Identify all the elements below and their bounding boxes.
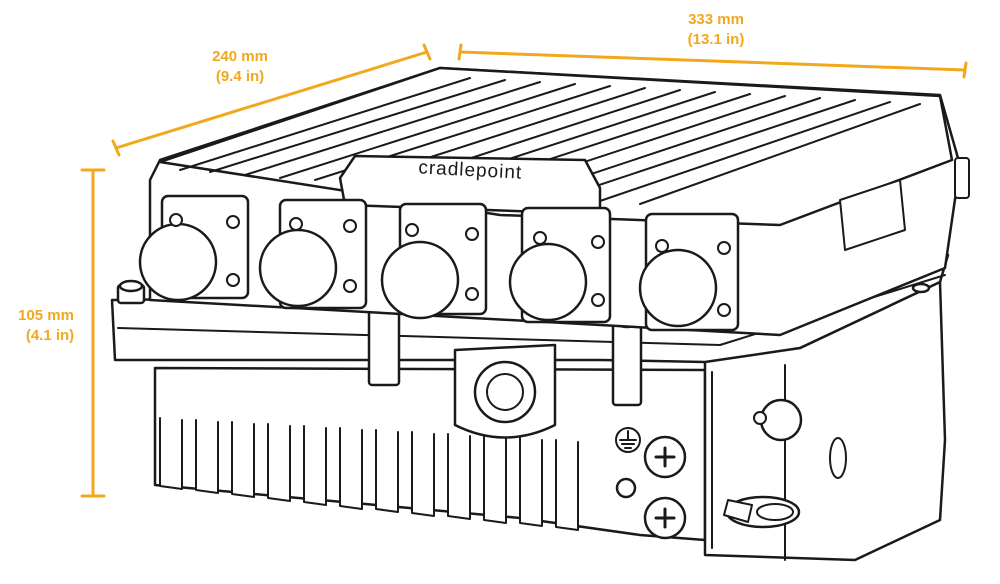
side-recess — [839, 179, 906, 251]
connector-cap-icon — [258, 228, 338, 308]
length-sub-label: (13.1 in) — [688, 31, 745, 48]
corner-latch — [954, 157, 970, 199]
pressure-vent-icon — [759, 398, 803, 442]
connector-port-1 — [138, 194, 250, 302]
connector-cap-icon — [638, 248, 718, 328]
connector-cap-icon — [380, 240, 460, 320]
connector-port-4 — [508, 206, 612, 324]
length-dimension-line — [458, 50, 967, 72]
width-dimension-line — [114, 50, 429, 150]
width-sub-label: (9.4 in) — [216, 68, 264, 85]
indicator-port-icon — [615, 477, 637, 499]
length-tick-right — [962, 61, 968, 79]
height-label: 105 mm — [18, 307, 74, 324]
connector-port-2 — [258, 198, 368, 310]
dimension-lines — [80, 43, 968, 498]
heatsink-fins — [159, 417, 579, 531]
length-label: 333 mm — [688, 11, 744, 28]
width-tick-left — [111, 139, 121, 157]
connector-cap-icon — [138, 222, 218, 302]
connector-panels — [138, 194, 740, 332]
height-sub-label: (4.1 in) — [26, 327, 74, 344]
width-label: 240 mm — [212, 48, 268, 65]
connector-port-5 — [638, 212, 740, 332]
device-illustration: cradlepoint — [110, 66, 970, 562]
connector-cap-icon — [508, 242, 588, 322]
connector-port-3 — [380, 202, 488, 320]
length-tick-left — [457, 43, 463, 61]
width-tick-right — [422, 43, 432, 61]
ground-icon — [615, 427, 641, 453]
